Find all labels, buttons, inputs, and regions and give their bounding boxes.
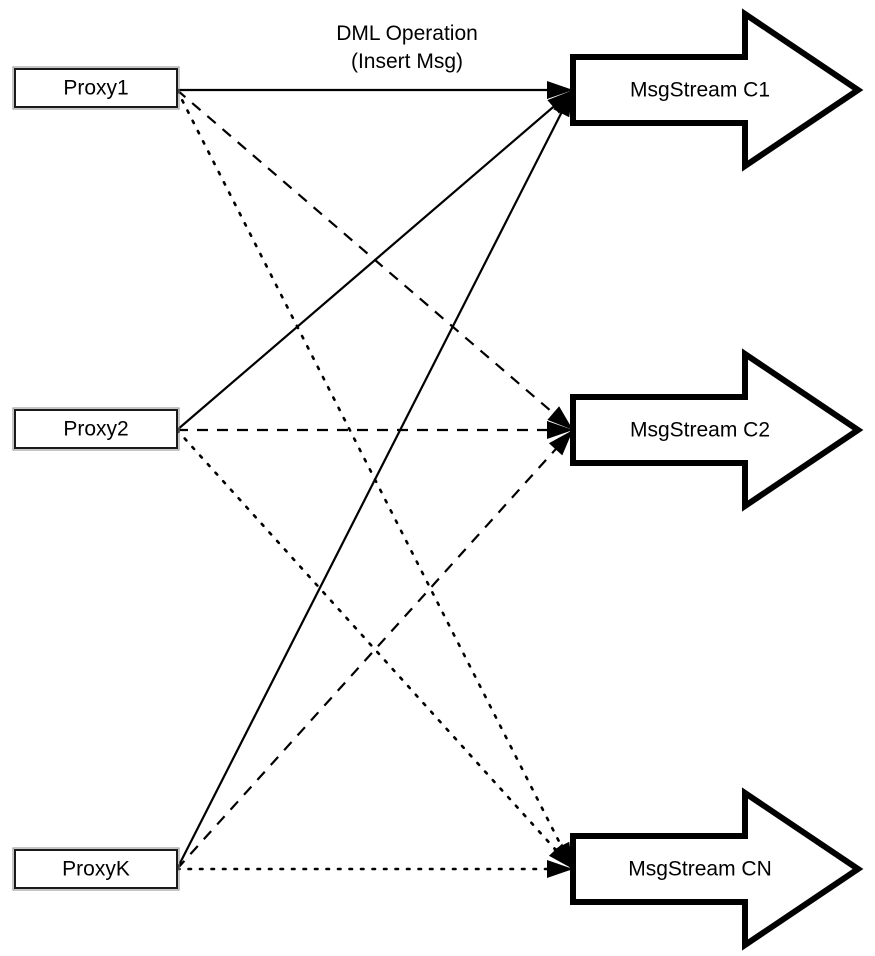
connection-line-dashed — [176, 429, 574, 870]
proxy-box — [14, 68, 178, 108]
arrowhead-icon — [553, 90, 573, 118]
proxy-label: ProxyK — [62, 858, 130, 881]
proxy-box-outline — [12, 407, 180, 451]
stream-node-c2[interactable]: MsgStream C2 — [570, 348, 864, 512]
arrowhead-icon — [548, 430, 573, 456]
stream-node-c1[interactable]: MsgStream C1 — [570, 8, 864, 172]
stream-arrow-shape — [570, 787, 864, 951]
proxy-node-proxyk[interactable]: ProxyK — [12, 847, 180, 891]
proxy-node-proxy1[interactable]: Proxy1 — [12, 66, 180, 110]
arrowhead-icon — [548, 843, 573, 869]
proxy-box — [14, 849, 178, 889]
edge-label-dml-operation: DML Operation (Insert Msg) — [336, 22, 478, 73]
arrowhead-icon — [547, 421, 573, 439]
connection-line-solid — [176, 89, 574, 431]
proxy-label: Proxy2 — [63, 418, 128, 441]
connection-pk-c2[interactable] — [176, 429, 574, 870]
stream-label: MsgStream CN — [628, 858, 772, 881]
proxy-box-outline — [12, 847, 180, 891]
stream-node-cn[interactable]: MsgStream CN — [570, 787, 864, 951]
edge-label-line2: (Insert Msg) — [351, 50, 463, 73]
streams-layer: MsgStream C1 MsgStream C2 MsgStream CN — [570, 8, 864, 951]
stream-arrow-shape — [570, 348, 864, 512]
proxy-box — [14, 409, 178, 449]
stream-arrow-shape — [570, 8, 864, 172]
proxy-box-outline — [12, 66, 180, 110]
arrowhead-icon — [547, 860, 573, 878]
connection-p2-c1[interactable] — [176, 89, 574, 431]
edge-label-line1: DML Operation — [336, 22, 478, 45]
connection-pk-c1[interactable] — [176, 89, 574, 870]
arrowheads-layer — [547, 81, 573, 878]
arrowhead-icon — [547, 90, 573, 114]
stream-label: MsgStream C2 — [630, 419, 770, 442]
connections-layer — [175, 88, 575, 871]
arrowhead-icon — [547, 406, 573, 430]
stream-label: MsgStream C1 — [630, 79, 770, 102]
proxy-label: Proxy1 — [63, 77, 128, 100]
proxy-node-proxy2[interactable]: Proxy2 — [12, 407, 180, 451]
arrowhead-icon — [547, 81, 573, 99]
connection-line-solid — [176, 89, 574, 870]
